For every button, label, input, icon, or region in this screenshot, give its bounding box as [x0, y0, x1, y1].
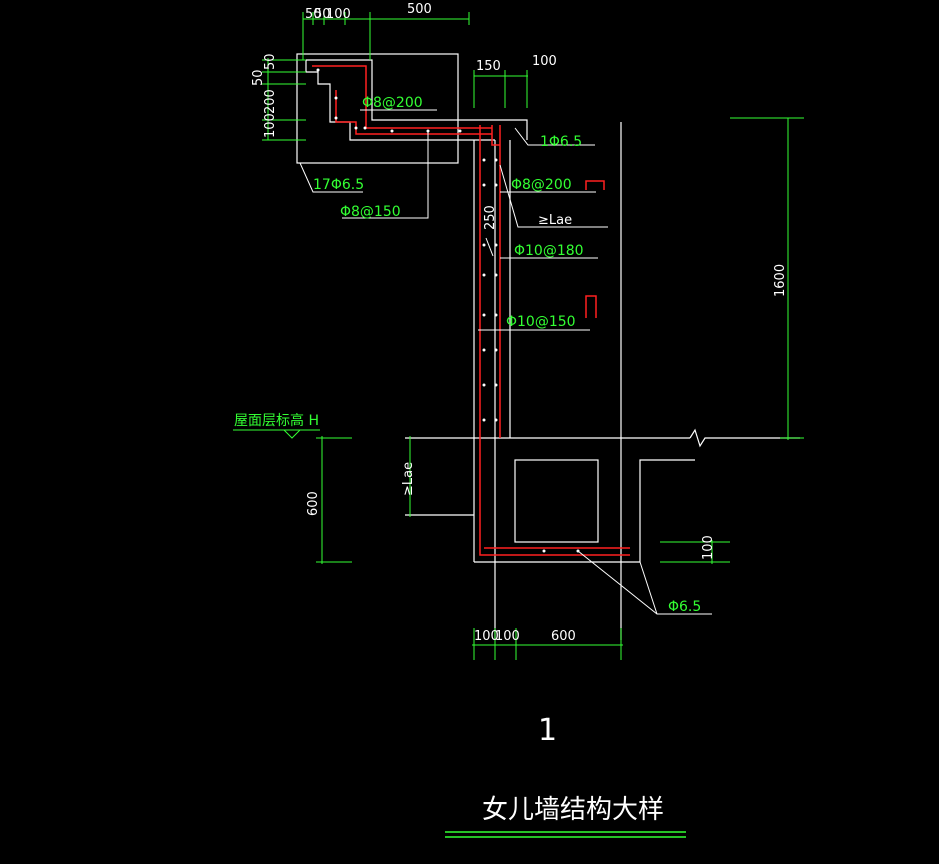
dim-600-left: 600	[306, 491, 321, 516]
dim-100b: 100	[532, 54, 557, 69]
dim-1600: 1600	[773, 264, 788, 297]
cap-rebar-upper	[312, 65, 492, 129]
dim-left-50b: 50	[251, 69, 266, 86]
slab-break	[689, 428, 800, 448]
label-wall-bar-mid: Φ10@180	[514, 243, 584, 259]
dim-500: 500	[407, 2, 432, 17]
drawing-title: 女儿墙结构大样	[482, 795, 664, 825]
label-stirrup-top: 1Φ6.5	[540, 134, 582, 150]
bar-shape-a	[585, 180, 605, 190]
dim-left-50a: 50	[263, 53, 278, 70]
cap-rebar-lower	[335, 90, 492, 135]
label-roof-level: 屋面层标高 H	[234, 412, 319, 429]
cap-section-frame	[296, 53, 459, 164]
dim-50b: 50	[314, 7, 331, 22]
drawing-number: 1	[538, 713, 557, 748]
wall-rebar-outer	[479, 125, 630, 556]
cap-hook	[491, 125, 500, 146]
rebar-labels: Φ8@200 1Φ6.5 17Φ6.5 Φ8@150 Φ8@200 ≥Lae Φ…	[234, 95, 701, 615]
dim-bottom-600: 600	[551, 629, 576, 644]
leader-lines	[299, 109, 712, 615]
label-anchor-lae-vertical: ≥Lae	[401, 462, 416, 496]
cap-step	[305, 60, 495, 141]
concrete-outline	[296, 53, 800, 640]
label-anchor-lae: ≥Lae	[538, 213, 572, 228]
beam-void	[514, 459, 599, 543]
dimension-lines	[233, 12, 804, 838]
label-foot-bar: Φ6.5	[668, 599, 701, 615]
dim-100a: 100	[326, 7, 351, 22]
dim-foot-100: 100	[701, 535, 716, 560]
rebar-lines	[312, 65, 630, 556]
label-wall-bar-top: Φ8@200	[511, 177, 572, 193]
label-wall-bar-low: Φ10@150	[506, 314, 576, 330]
dim-150: 150	[476, 59, 501, 74]
dim-bottom-100b: 100	[495, 629, 520, 644]
dim-left-100: 100	[263, 113, 278, 138]
beam-outline	[474, 459, 695, 563]
dim-250: 250	[483, 205, 498, 230]
cap-profile	[306, 59, 528, 140]
dim-50a: 50	[305, 7, 322, 22]
label-cap-bar: Φ8@200	[362, 95, 423, 111]
label-cap-long: 17Φ6.5	[313, 177, 364, 193]
rebar-dots	[316, 68, 580, 553]
bar-shape-b	[585, 295, 597, 318]
dim-left-200: 200	[263, 89, 278, 114]
dimension-labels: 500 50 50 100 150 100 50 50 200 100 1600…	[251, 2, 788, 644]
label-cap-stirrup: Φ8@150	[340, 204, 401, 220]
dim-bottom-100a: 100	[474, 629, 499, 644]
